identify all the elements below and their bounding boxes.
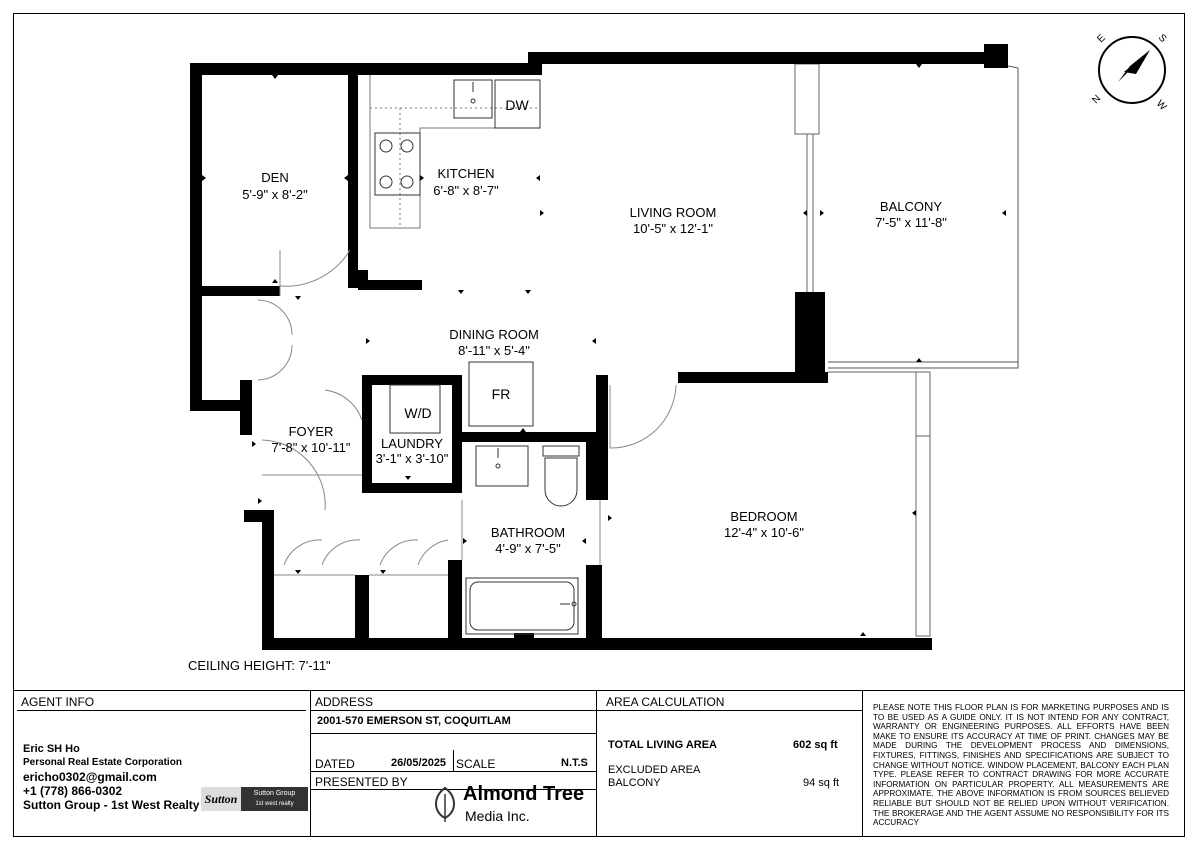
room-size-den: 5'-9" x 8'-2" <box>242 187 308 202</box>
header-underline <box>311 710 596 711</box>
room-name-living-room: LIVING ROOM <box>630 205 717 220</box>
dated-value: 26/05/2025 <box>391 757 447 769</box>
dated-label: DATED <box>315 757 355 771</box>
total-area-label: TOTAL LIVING AREA <box>608 739 717 751</box>
address-header: ADDRESS <box>315 695 374 709</box>
washer-dryer-label: W/D <box>404 405 431 421</box>
divider <box>596 690 597 837</box>
room-name-bedroom: BEDROOM <box>730 509 797 524</box>
room-name-foyer: FOYER <box>289 424 334 439</box>
bathtub-icon <box>465 577 579 635</box>
agent-phone[interactable]: +1 (778) 866-0302 <box>23 784 123 798</box>
dimension-markers <box>202 64 1006 636</box>
row-divider <box>311 733 596 734</box>
logo-sub-line-1: Sutton Group <box>253 790 296 797</box>
kitchen-counters <box>369 75 540 229</box>
header-underline <box>17 710 306 711</box>
room-name-bathroom: BATHROOM <box>491 525 565 540</box>
logo-sub-line-2: 1st west realty <box>255 801 294 807</box>
compass-n: N <box>1090 93 1103 106</box>
door-swings <box>257 249 677 576</box>
scale-label: SCALE <box>456 757 496 771</box>
brokerage-logo: Sutton Sutton Group 1st west realty <box>201 787 308 811</box>
almond-leaf-icon <box>435 786 455 822</box>
dishwasher-label: DW <box>505 97 529 113</box>
balcony-outline <box>828 65 1019 369</box>
room-name-den: DEN <box>261 170 288 185</box>
room-name-balcony: BALCONY <box>880 199 942 214</box>
compass-s: S <box>1156 32 1169 45</box>
room-size-balcony: 7'-5" x 11'-8" <box>875 215 947 230</box>
ceiling-height: CEILING HEIGHT: 7'-11" <box>188 658 331 673</box>
info-strip: AGENT INFO Eric SH Ho Personal Real Esta… <box>13 690 1185 837</box>
compass-e: E <box>1095 32 1108 45</box>
divider <box>310 690 311 837</box>
agent-email[interactable]: ericho0302@gmail.com <box>23 770 157 784</box>
walls <box>190 44 1008 650</box>
agent-info-header: AGENT INFO <box>21 695 95 709</box>
compass-icon: E S N W <box>1090 32 1168 113</box>
page-border <box>13 13 1185 837</box>
agent-name: Eric SH Ho <box>23 743 80 755</box>
room-size-bathroom: 4'-9" x 7'-5" <box>495 541 561 556</box>
row-divider <box>311 771 596 772</box>
fridge-label: FR <box>492 386 511 402</box>
logo-wordmark: Sutton <box>201 787 241 811</box>
floor-plan: DW FR W/D <box>190 32 1169 650</box>
excluded-area-label: EXCLUDED AREA <box>608 764 701 776</box>
area-header: AREA CALCULATION <box>606 695 725 709</box>
dishwasher: DW <box>494 79 541 129</box>
address-value: 2001-570 EMERSON ST, COQUITLAM <box>317 715 511 727</box>
room-name-dining-room: DINING ROOM <box>449 327 539 342</box>
header-underline <box>311 789 596 790</box>
room-name-laundry: LAUNDRY <box>381 436 443 451</box>
presenter-name: Almond Tree <box>463 783 585 805</box>
fridge: FR <box>468 361 534 427</box>
room-labels: DEN 5'-9" x 8'-2" KITCHEN 6'-8" x 8'-7" … <box>242 166 947 556</box>
washer-dryer: W/D <box>389 384 441 434</box>
scale-value: N.T.S <box>561 757 588 769</box>
bathroom-sink-icon <box>475 445 529 487</box>
cell-divider <box>453 750 454 771</box>
header-underline <box>597 710 862 711</box>
room-size-laundry: 3'-1" x 3'-10" <box>376 451 449 466</box>
toilet-icon <box>542 445 580 507</box>
room-size-living-room: 10'-5" x 12'-1" <box>633 221 713 236</box>
kitchen-sink-icon <box>453 79 493 119</box>
room-size-dining-room: 8'-11" x 5'-4" <box>458 343 530 358</box>
divider <box>862 690 863 837</box>
room-name-kitchen: KITCHEN <box>437 166 494 181</box>
agent-brokerage: Sutton Group - 1st West Realty <box>23 798 200 812</box>
room-size-bedroom: 12'-4" x 10'-6" <box>724 525 804 540</box>
total-area-value: 602 sq ft <box>793 739 838 751</box>
balcony-area-value: 94 sq ft <box>803 777 840 789</box>
room-size-foyer: 7'-8" x 10'-11" <box>272 440 351 455</box>
presented-by-label: PRESENTED BY <box>315 775 408 789</box>
info-top-border <box>13 690 1185 691</box>
presenter-sub: Media Inc. <box>465 808 530 824</box>
room-size-kitchen: 6'-8" x 8'-7" <box>433 183 499 198</box>
presenter-logo: Almond Tree Media Inc. <box>427 778 593 832</box>
disclaimer-text: PLEASE NOTE THIS FLOOR PLAN IS FOR MARKE… <box>873 703 1169 828</box>
agent-corporation: Personal Real Estate Corporation <box>23 757 182 768</box>
stove-icon <box>374 132 421 196</box>
compass-w: W <box>1154 98 1169 113</box>
balcony-area-label: BALCONY <box>608 777 661 789</box>
